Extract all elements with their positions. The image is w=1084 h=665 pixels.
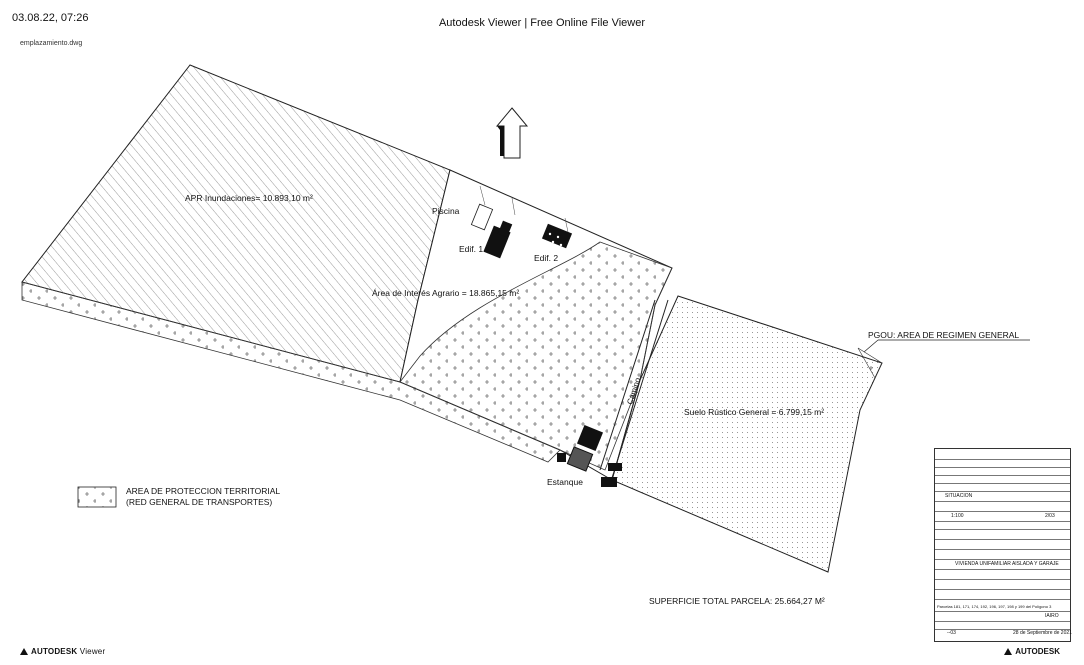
label-superficie-total: SUPERFICIE TOTAL PARCELA: 25.664,27 M² [649, 596, 825, 606]
label-agrario: Área de Interés Agrario = 18.865,15 m² [372, 288, 519, 298]
shed-small-2 [608, 463, 622, 471]
shed-small-3 [601, 477, 617, 487]
footer-left-brand: AUTODESK [31, 647, 78, 656]
file-name: emplazamiento.dwg [20, 40, 83, 47]
tb-escala: 1:100 [951, 513, 964, 519]
legend-swatch [77, 486, 117, 508]
legend-line-2: (RED GENERAL DE TRANSPORTES) [126, 497, 272, 507]
estanque-pond [566, 446, 594, 472]
pgou-corner [857, 347, 883, 379]
label-suelo-rustico: Suelo Rústico General = 6.799,15 m² [684, 407, 824, 417]
title-block: SITUACION 1:100 2/03 VIVIENDA UNIFAMILIA… [934, 448, 1072, 642]
building-2 [541, 223, 573, 249]
label-edif-1: Edif. 1 [459, 244, 483, 254]
tb-parcelas: Parcelas 181, 171, 174, 192, 196, 197, 1… [937, 604, 1052, 609]
label-estanque: Estanque [547, 477, 583, 487]
tb-autor: IAIRO [1045, 613, 1059, 619]
autodesk-logo-icon [20, 648, 28, 655]
tb-expediente: --03 [947, 630, 956, 636]
footer-right-brand: AUTODESK [1015, 647, 1060, 656]
label-piscina: Piscina [432, 206, 460, 216]
apr-flood-zone [21, 64, 451, 383]
label-apr: APR Inundaciones= 10.893,10 m² [185, 193, 313, 203]
camino-road [599, 299, 656, 471]
building-1-wing [497, 220, 513, 238]
footer-left-suffix: Viewer [79, 647, 106, 656]
shed-small-1 [557, 453, 566, 462]
tb-proyecto: VIVIENDA UNIFAMILIAR AISLADA Y GARAJE [955, 561, 1059, 567]
print-timestamp: 03.08.22, 07:26 [12, 12, 89, 24]
agrarian-plus-zone [399, 241, 673, 471]
suelo-rustico-zone [611, 295, 883, 573]
pool-shape [470, 203, 494, 231]
tb-plano-title: SITUACION [945, 493, 973, 499]
footer-autodesk-viewer-logo: AUTODESK Viewer [20, 647, 105, 656]
autodesk-logo-icon [1004, 648, 1013, 655]
tb-fecha: 28 de Septiembre de 2021 [1013, 630, 1072, 636]
label-pgou: PGOU: AREA DE REGIMEN GENERAL [868, 330, 1019, 340]
label-edif-2: Edif. 2 [534, 253, 558, 263]
footer-autodesk-logo: AUTODESK [1004, 647, 1060, 656]
tb-hoja: 2/03 [1045, 513, 1055, 519]
shed-large [576, 424, 604, 452]
legend-line-1: AREA DE PROTECCION TERRITORIAL [126, 486, 280, 496]
page-title: Autodesk Viewer | Free Online File Viewe… [438, 17, 646, 29]
